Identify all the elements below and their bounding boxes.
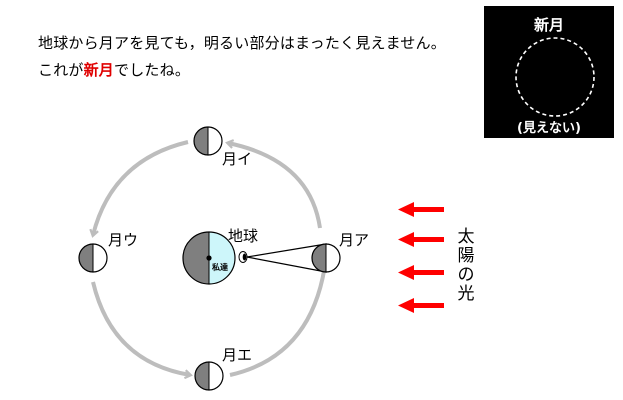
sunlight-char: 太 — [457, 227, 475, 247]
sunlight-char: の — [457, 265, 475, 285]
orbit-arc-u-to-e — [91, 281, 193, 380]
label-moon-i: 月イ — [222, 150, 252, 168]
explanation-line-1: 地球から月アを見ても，明るい部分はまったく見えません。 — [38, 34, 447, 52]
new-moon-inset: 新月 (見えない) — [484, 6, 614, 138]
line2-prefix: これが — [38, 61, 84, 79]
line2-suffix: でしたね。 — [114, 61, 191, 79]
moon-i — [193, 126, 223, 156]
sunlight-char: 陽 — [457, 246, 475, 266]
moon-e — [194, 361, 224, 391]
sunlight-arrow-4 — [398, 298, 444, 313]
label-moon-e: 月エ — [222, 346, 252, 364]
moon-u — [78, 243, 108, 273]
sunlight-arrow-3 — [398, 265, 444, 280]
sunlight-arrow-2 — [398, 232, 444, 247]
moon-a — [311, 243, 341, 273]
explanation-line-2: これが新月でしたね。 — [38, 59, 190, 80]
orbit-arc-i-to-u — [89, 140, 189, 238]
sunlight-arrow-1 — [398, 202, 444, 217]
orbit-arc-a-to-i — [225, 139, 322, 229]
sunlight-char: 光 — [457, 284, 475, 304]
label-earth: 地球 — [228, 227, 258, 245]
inset-title: 新月 — [533, 16, 564, 34]
label-moon-u: 月ウ — [108, 231, 138, 249]
new-moon-highlight: 新月 — [83, 61, 115, 79]
earth — [182, 231, 236, 285]
sunlight-label: 太 陽 の 光 — [455, 228, 477, 304]
orbit-arc-e-to-a — [229, 255, 331, 377]
label-moon-a: 月ア — [339, 231, 369, 249]
eye-icon — [238, 251, 248, 263]
label-person: 私達 — [211, 262, 228, 272]
inset-caption: (見えない) — [517, 121, 581, 136]
new-moon-outline — [515, 37, 595, 117]
